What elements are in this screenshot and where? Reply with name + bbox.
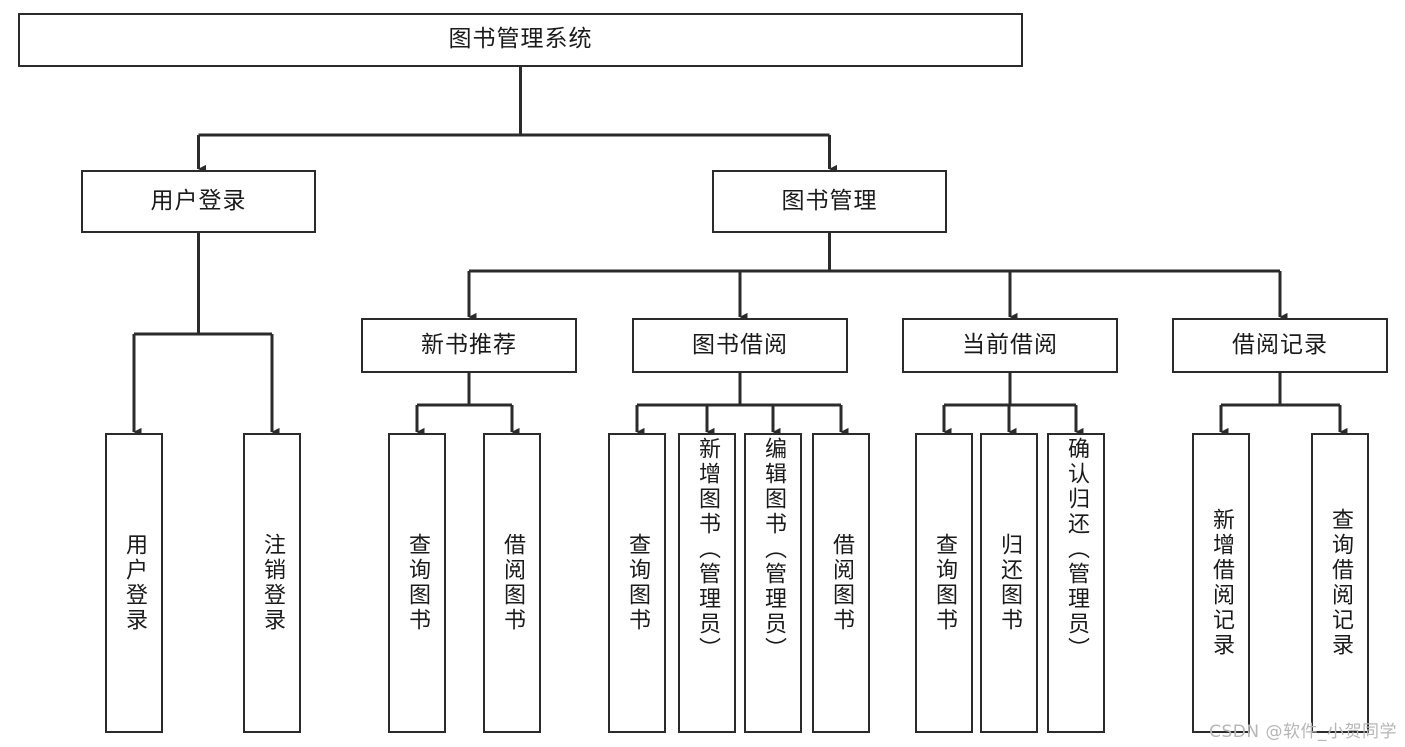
node-root[interactable]: 图书管理系统 <box>18 13 1023 67</box>
leaf-query-book-3-label: 查询图书 <box>931 533 957 633</box>
leaf-borrow-book-1-label: 借阅图书 <box>499 533 525 633</box>
leaf-query-record-label: 查询借阅记录 <box>1327 508 1353 658</box>
leaf-user-logout-label: 注销登录 <box>259 533 285 633</box>
leaf-query-book-1-label: 查询图书 <box>404 533 430 633</box>
leaf-query-book-1[interactable]: 查询图书 <box>388 433 446 733</box>
node-book-borrow-label: 图书借阅 <box>692 331 788 358</box>
leaf-confirm-return-label: 确认归还（管理员） <box>1063 437 1089 662</box>
leaf-borrow-book-2[interactable]: 借阅图书 <box>812 433 870 733</box>
node-book-manage[interactable]: 图书管理 <box>712 170 947 233</box>
leaf-edit-book[interactable]: 编辑图书（管理员） <box>744 433 802 733</box>
node-new-book-rec[interactable]: 新书推荐 <box>361 318 577 373</box>
leaf-query-book-2[interactable]: 查询图书 <box>608 433 666 733</box>
leaf-user-login[interactable]: 用户登录 <box>105 433 163 733</box>
leaf-user-logout[interactable]: 注销登录 <box>243 433 301 733</box>
node-user-login-label: 用户登录 <box>150 187 247 214</box>
leaf-query-book-2-label: 查询图书 <box>624 533 650 633</box>
leaf-confirm-return[interactable]: 确认归还（管理员） <box>1047 433 1105 733</box>
leaf-return-book-label: 归还图书 <box>996 533 1022 633</box>
leaf-borrow-book-2-label: 借阅图书 <box>828 533 854 633</box>
leaf-add-book-label: 新增图书（管理员） <box>694 437 720 662</box>
node-current-borrow[interactable]: 当前借阅 <box>902 318 1118 373</box>
leaf-add-book[interactable]: 新增图书（管理员） <box>678 433 736 733</box>
node-user-login[interactable]: 用户登录 <box>81 170 316 233</box>
leaf-user-login-label: 用户登录 <box>121 533 147 633</box>
leaf-add-record[interactable]: 新增借阅记录 <box>1192 433 1250 733</box>
leaf-return-book[interactable]: 归还图书 <box>980 433 1038 733</box>
node-borrow-record[interactable]: 借阅记录 <box>1172 318 1388 373</box>
leaf-borrow-book-1[interactable]: 借阅图书 <box>483 433 541 733</box>
node-new-book-rec-label: 新书推荐 <box>421 331 517 358</box>
leaf-query-book-3[interactable]: 查询图书 <box>915 433 973 733</box>
node-root-label: 图书管理系统 <box>448 26 593 53</box>
leaf-query-record[interactable]: 查询借阅记录 <box>1311 433 1369 733</box>
node-book-borrow[interactable]: 图书借阅 <box>632 318 848 373</box>
node-book-manage-label: 图书管理 <box>781 187 878 214</box>
node-borrow-record-label: 借阅记录 <box>1232 331 1328 358</box>
leaf-add-record-label: 新增借阅记录 <box>1208 508 1234 658</box>
leaf-edit-book-label: 编辑图书（管理员） <box>760 437 786 662</box>
node-current-borrow-label: 当前借阅 <box>962 331 1058 358</box>
